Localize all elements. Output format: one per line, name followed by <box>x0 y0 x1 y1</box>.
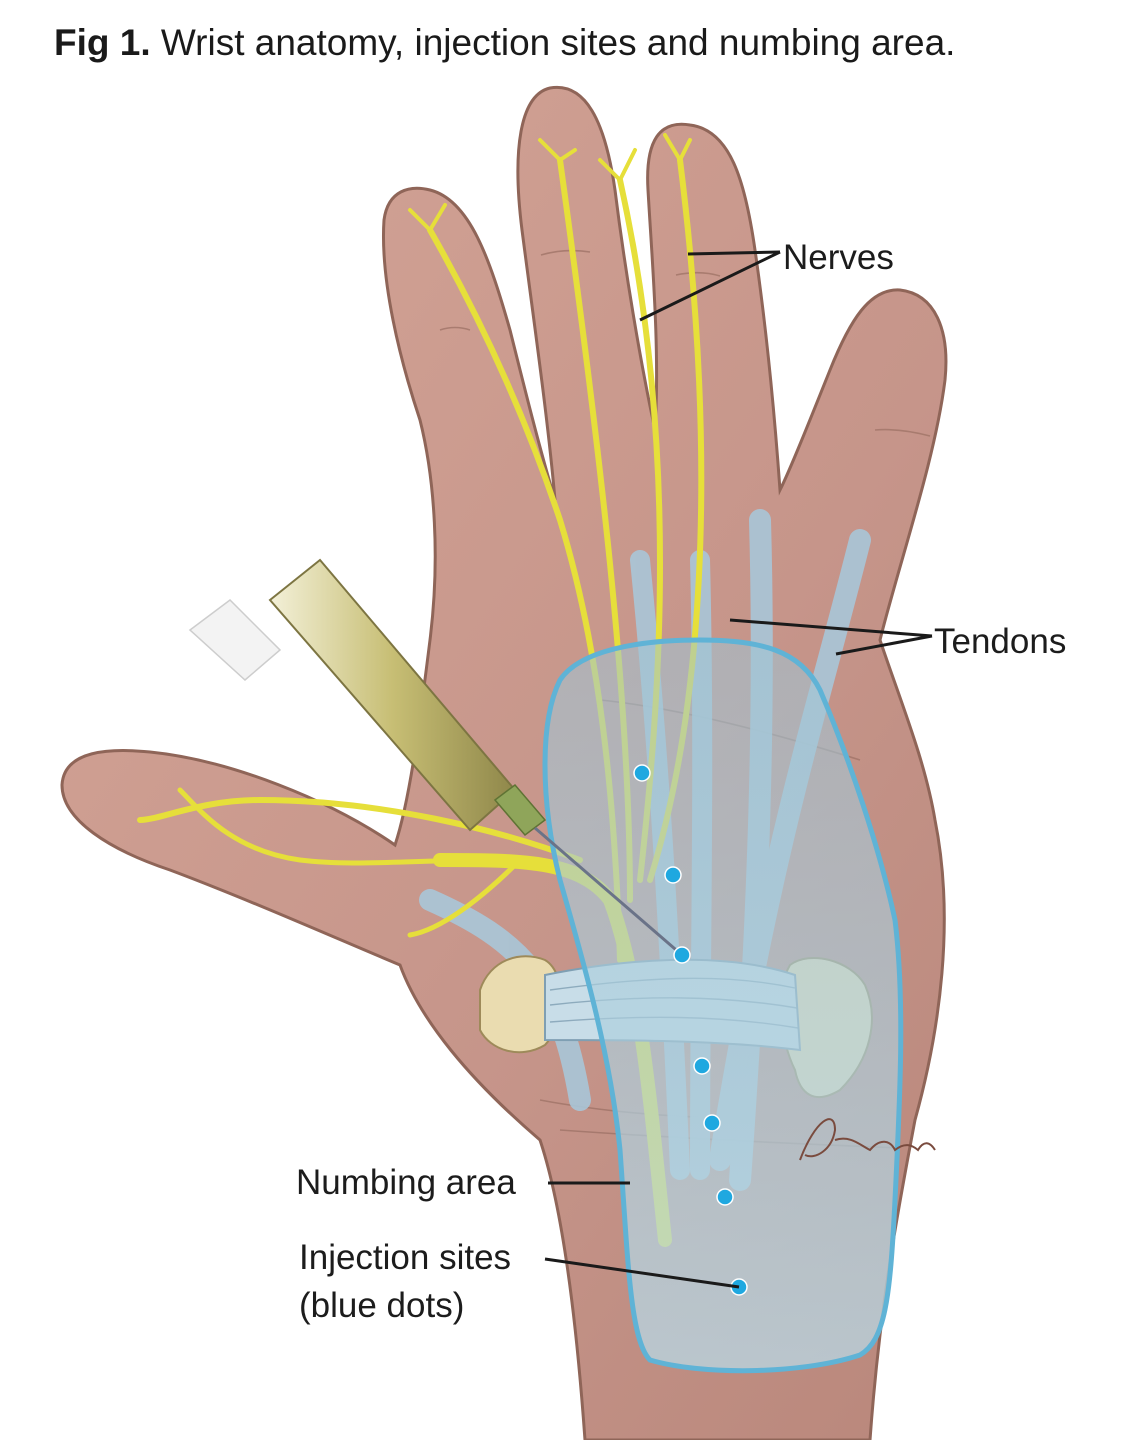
label-tendons: Tendons <box>934 622 1067 661</box>
figure-title: Wrist anatomy, injection sites and numbi… <box>160 22 956 63</box>
injection-dot <box>716 1188 734 1206</box>
leader-lines <box>544 250 933 1289</box>
label-injection-sites: Injection sites <box>299 1238 512 1277</box>
label-numbing-area: Numbing area <box>296 1163 516 1202</box>
syringe-icon <box>188 558 683 957</box>
injection-dot <box>673 946 691 964</box>
injection-dot <box>664 866 682 884</box>
figure-caption: Fig 1. Wrist anatomy, injection sites an… <box>54 22 955 64</box>
numbing-area <box>542 637 904 1374</box>
figure-number: Fig 1. <box>54 22 151 63</box>
injection-dot <box>633 764 651 782</box>
injection-dot <box>693 1057 711 1075</box>
label-nerves: Nerves <box>783 238 894 277</box>
syringe-hub <box>493 783 547 837</box>
injection-dot <box>703 1114 721 1132</box>
syringe-needle <box>534 826 683 957</box>
label-injection-sites-note: (blue dots) <box>299 1286 465 1325</box>
artist-signature <box>799 1118 936 1161</box>
injection-sites <box>633 764 748 1296</box>
syringe-plunger <box>188 599 282 682</box>
